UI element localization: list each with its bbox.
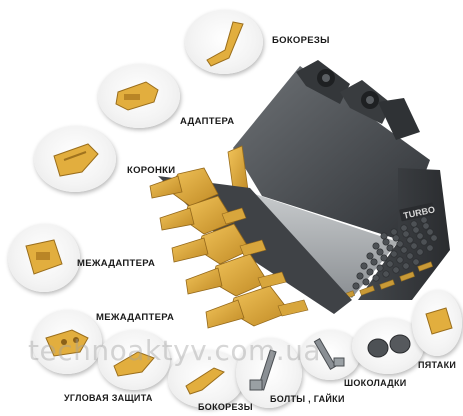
thumb-corner-guard <box>98 330 170 390</box>
label-side-cutters-top: БОКОРЕЗЫ <box>272 35 330 46</box>
thumb-bolts-nuts <box>236 338 302 408</box>
thumb-side-cutters-bottom <box>168 350 244 408</box>
thumb-adapters <box>98 64 180 128</box>
thumb-interadapters-2 <box>32 310 102 374</box>
thumb-side-cutters-top <box>185 10 263 74</box>
label-side-cutters-bottom: БОКОРЕЗЫ <box>198 402 253 412</box>
label-teeth: КОРОНКИ <box>127 165 176 176</box>
watermark-text: technoaktyv.com.ua <box>28 334 322 367</box>
label-interadapters-1: МЕЖАДАПТЕРА <box>77 258 156 269</box>
bucket-heel-plates <box>339 261 433 301</box>
bucket-mounting-lugs <box>296 60 420 140</box>
bucket-back-wall <box>233 66 430 240</box>
thumb-bolts-nuts-2 <box>300 330 360 380</box>
bucket-chocolate-blocks <box>352 216 438 290</box>
bucket-interadapters <box>221 207 309 317</box>
label-corner-guard: УГЛОВАЯ ЗАЩИТА <box>64 393 153 403</box>
thumb-teeth <box>34 126 116 192</box>
label-bolts-nuts: БОЛТЫ , ГАЙКИ <box>270 394 345 404</box>
thumb-heel-plates <box>412 290 462 356</box>
label-interadapters-2: МЕЖАДАПТЕРА <box>96 312 175 323</box>
label-chocolate-blocks: ШОКОЛАДКИ <box>344 378 407 388</box>
label-heel-plates: ПЯТАКИ <box>418 360 457 370</box>
thumb-interadapters-1 <box>8 224 80 292</box>
bucket-teeth <box>149 167 291 329</box>
label-adapters: АДАПТЕРА <box>180 116 235 127</box>
